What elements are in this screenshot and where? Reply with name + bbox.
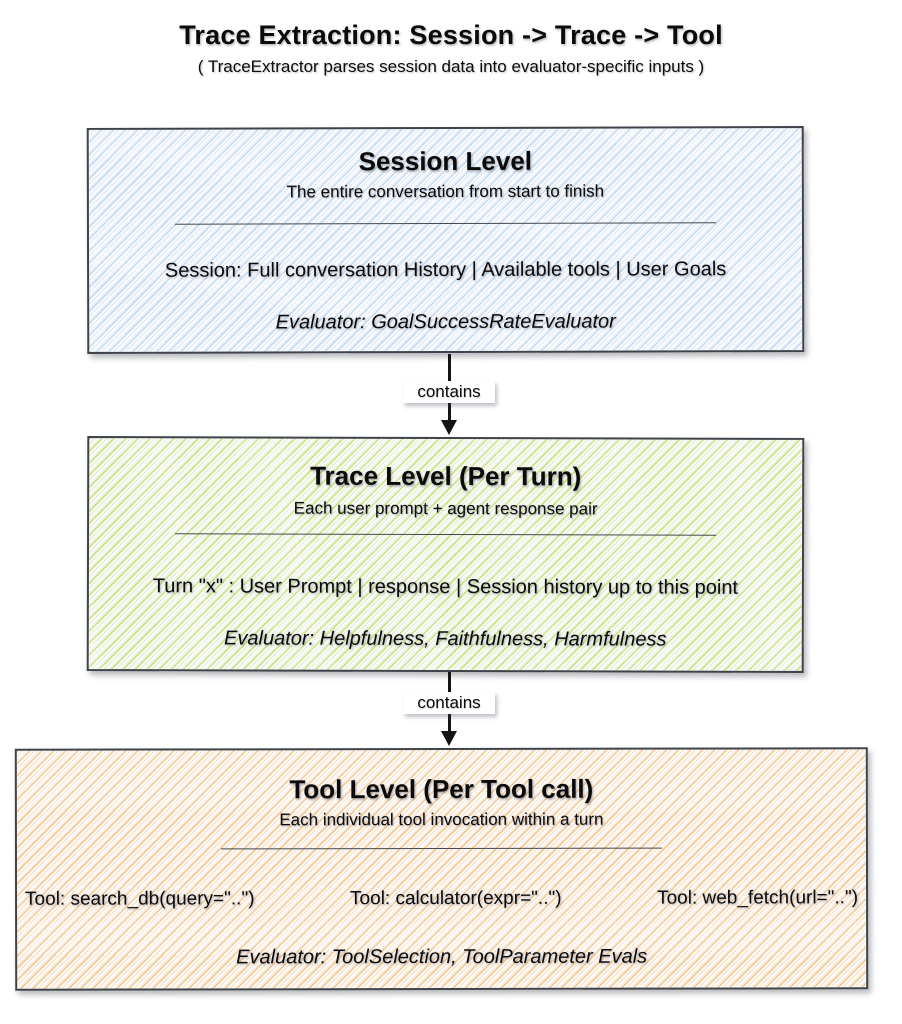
tool-call-calculator: Tool: calculator(expr="..") <box>350 887 562 910</box>
session-level-content: Session: Full conversation History | Ava… <box>164 258 727 282</box>
tool-level-heading: Tool Level (Per Tool call) <box>289 773 594 805</box>
tool-level-box: Tool Level (Per Tool call) Each individu… <box>14 747 869 991</box>
session-level-description: The entire conversation from start to fi… <box>286 181 605 202</box>
tool-call-web-fetch: Tool: web_fetch(url="..") <box>657 887 859 909</box>
trace-level-content: Turn "x" : User Prompt | response | Sess… <box>152 575 739 599</box>
arrow-contains-label: contains <box>403 692 495 714</box>
session-level-divider <box>174 222 717 225</box>
diagram-title: Trace Extraction: Session -> Trace -> To… <box>179 20 723 50</box>
trace-level-description: Each user prompt + agent response pair <box>293 498 598 519</box>
tool-call-search-db: Tool: search_db(query="..") <box>25 888 255 910</box>
tool-level-divider <box>220 847 663 850</box>
session-level-heading: Session Level <box>358 145 533 177</box>
trace-level-evaluator: Evaluator: Helpfulness, Faithfulness, Ha… <box>224 627 667 651</box>
tool-level-description: Each individual tool invocation within a… <box>279 809 604 830</box>
tool-level-evaluator: Evaluator: ToolSelection, ToolParameter … <box>236 945 648 969</box>
arrowhead-down-icon <box>441 731 457 746</box>
trace-level-box: Trace Level (Per Turn) Each user prompt … <box>86 436 805 673</box>
trace-level-heading: Trace Level (Per Turn) <box>310 460 582 492</box>
session-level-evaluator: Evaluator: GoalSuccessRateEvaluator <box>275 310 616 334</box>
arrow-contains-label: contains <box>403 381 495 403</box>
trace-level-divider <box>174 533 717 536</box>
diagram-subtitle: ( TraceExtractor parses session data int… <box>197 57 705 76</box>
tool-calls-row: Tool: search_db(query="..") Tool: calcul… <box>17 886 866 911</box>
session-level-box: Session Level The entire conversation fr… <box>86 126 805 354</box>
arrowhead-down-icon <box>441 420 457 435</box>
